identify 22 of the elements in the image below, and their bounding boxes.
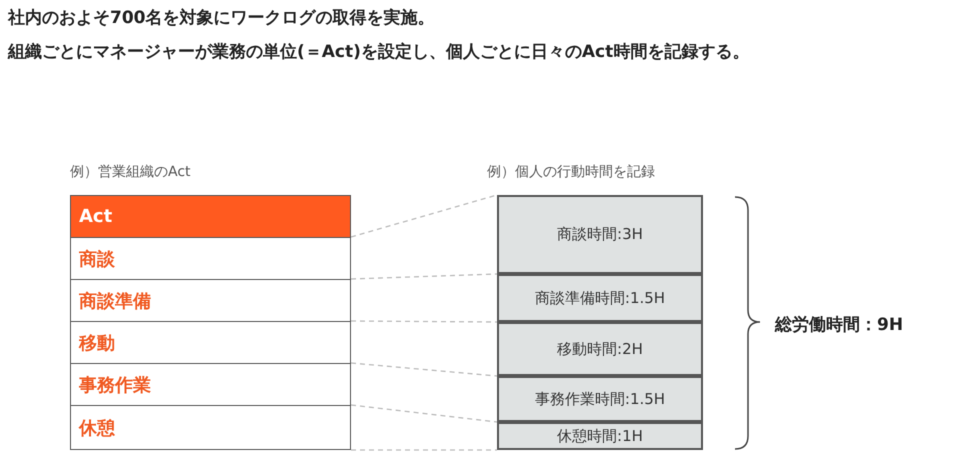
time-box: 事務作業時間:1.5H [497, 376, 703, 422]
table-row: 商談準備 [70, 279, 351, 322]
time-box: 休憩時間:1H [497, 422, 703, 450]
leader-line [350, 194, 498, 238]
leader-line [351, 449, 497, 451]
time-box: 商談準備時間:1.5H [497, 274, 703, 322]
leader-line [351, 320, 497, 323]
table-row: 商談 [70, 237, 351, 280]
heading-text: 社内のおよそ700名を対象にワークログの取得を実施。 [8, 7, 434, 29]
table-row: 事務作業 [70, 363, 351, 406]
time-box: 商談時間:3H [497, 195, 703, 274]
total-label: 総労働時間：9H [775, 314, 904, 336]
subheading-text: 組織ごとにマネージャーが業務の単位(＝Act)を設定し、個人ごとに日々のAct時間を記録する。 [8, 41, 750, 63]
table-row: 移動 [70, 321, 351, 364]
table-caption: 例）営業組織のAct [70, 163, 191, 181]
table-header: Act [70, 195, 351, 238]
leader-line [350, 362, 498, 377]
leader-line [350, 273, 498, 280]
table-row: 休憩 [70, 405, 351, 450]
time-box: 移動時間:2H [497, 322, 703, 376]
column-caption: 例）個人の行動時間を記録 [487, 163, 655, 181]
leader-line [350, 404, 498, 423]
